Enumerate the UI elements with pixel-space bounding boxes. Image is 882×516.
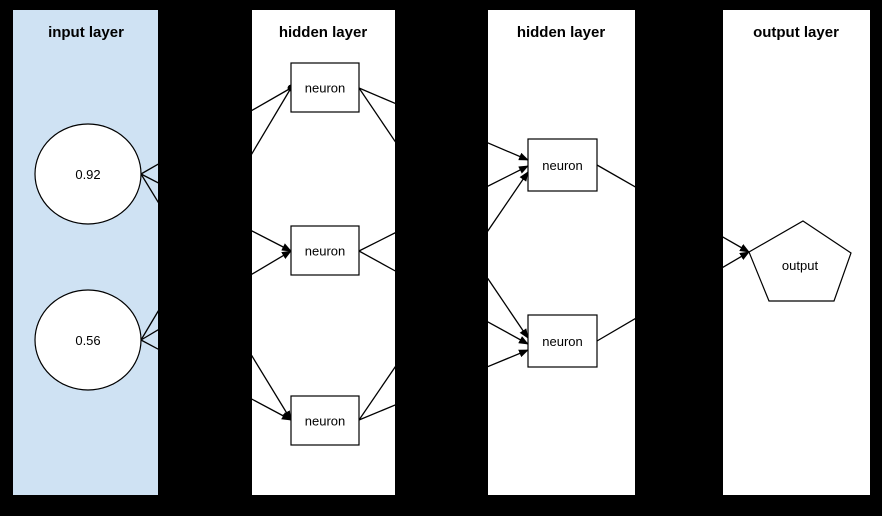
connection-edges <box>140 84 750 421</box>
layer-title-input-layer: input layer <box>48 24 124 41</box>
edge-clip-group <box>358 232 395 252</box>
edge-clip-group <box>252 354 292 421</box>
layer-title-output-layer: output layer <box>753 24 839 41</box>
edge-clip-group <box>723 236 750 253</box>
edge-hidden2-node-2-to-output-node-1 <box>596 317 635 342</box>
node-hidden1-node-1[interactable] <box>290 62 360 113</box>
node-input-node-2[interactable] <box>34 289 142 391</box>
edge-hidden1-node-3-to-hidden2-node-1 <box>358 366 395 421</box>
edge-input-node-2-to-hidden1-node-3 <box>252 398 292 421</box>
node-input-node-1[interactable] <box>34 123 142 225</box>
edge-clip-group <box>488 277 529 339</box>
edge-hidden2-node-1-to-output-node-1 <box>723 236 750 253</box>
edge-clip-group <box>358 87 395 143</box>
edge-hidden1-node-1-to-hidden2-node-2 <box>488 277 529 339</box>
node-label-hidden1-node-2: neuron <box>305 244 345 259</box>
edge-input-node-2-to-hidden1-node-1 <box>252 84 295 155</box>
edge-clip-group <box>488 171 529 232</box>
edge-clip-group <box>358 366 395 421</box>
node-output-node-1[interactable] <box>748 220 852 302</box>
edge-clip-group <box>723 251 750 268</box>
edge-input-node-1-to-hidden1-node-3 <box>252 354 292 421</box>
edge-hidden1-node-2-to-hidden2-node-1 <box>488 165 529 187</box>
node-hidden1-node-3[interactable] <box>290 395 360 446</box>
edge-clip-group <box>488 142 529 161</box>
layer-title-hidden-layer-2: hidden layer <box>517 24 606 41</box>
edge-clip-group <box>252 84 295 112</box>
edge-clip-group <box>252 230 292 252</box>
edge-clip-group <box>358 87 395 105</box>
layer-titles: input layer hidden layer hidden layer outpu… <box>48 24 839 41</box>
edge-hidden1-node-3-to-hidden2-node-2 <box>358 404 395 421</box>
edge-clip-group <box>252 398 292 421</box>
node-hidden2-node-1[interactable] <box>527 138 598 192</box>
layer-panel-hidden-layer-2 <box>488 10 635 495</box>
node-label-hidden1-node-1: neuron <box>305 81 345 96</box>
edge-hidden1-node-1-to-hidden2-node-1 <box>488 142 529 161</box>
node-label-input-node-2: 0.56 <box>75 333 100 348</box>
edge-input-node-1-to-hidden1-node-2 <box>252 230 292 252</box>
node-label-input-node-1: 0.92 <box>75 167 100 182</box>
edge-clip-group <box>252 250 292 275</box>
node-hidden1-node-2[interactable] <box>290 225 360 276</box>
layer-panels <box>13 10 870 495</box>
edge-hidden1-node-3-to-hidden2-node-1 <box>488 171 529 232</box>
edge-hidden1-node-2-to-hidden2-node-2 <box>358 250 395 272</box>
edge-clip-group <box>358 250 395 272</box>
edge-clip-group <box>596 164 635 188</box>
layer-title-hidden-layer-1: hidden layer <box>279 24 368 41</box>
edge-clip-group <box>488 321 529 345</box>
layer-panel-input-layer <box>13 10 158 495</box>
node-hidden2-node-2[interactable] <box>527 314 598 368</box>
edge-hidden2-node-1-to-output-node-1 <box>596 164 635 188</box>
edge-input-node-2-to-hidden1-node-2 <box>252 250 292 275</box>
edge-clip-group <box>488 165 529 187</box>
edge-input-node-1-to-hidden1-node-1 <box>252 84 295 112</box>
node-label-hidden1-node-3: neuron <box>305 414 345 429</box>
node-label-hidden2-node-1: neuron <box>542 158 582 173</box>
edge-hidden1-node-2-to-hidden2-node-1 <box>358 232 395 252</box>
edge-clip-group <box>252 84 295 155</box>
edge-hidden1-node-3-to-hidden2-node-2 <box>488 349 529 368</box>
edge-hidden1-node-1-to-hidden2-node-2 <box>358 87 395 143</box>
edge-hidden1-node-2-to-hidden2-node-2 <box>488 321 529 345</box>
edge-clip-group <box>488 349 529 368</box>
nodes: 0.92 0.56 neuron neuron neuron neuron neuron ou… <box>34 62 852 446</box>
node-label-output-node-1: output <box>782 258 819 273</box>
edge-hidden1-node-1-to-hidden2-node-1 <box>358 87 395 105</box>
edge-clip-group <box>358 404 395 421</box>
edge-clip-group <box>596 317 635 342</box>
edge-hidden2-node-2-to-output-node-1 <box>723 251 750 268</box>
node-label-hidden2-node-2: neuron <box>542 334 582 349</box>
